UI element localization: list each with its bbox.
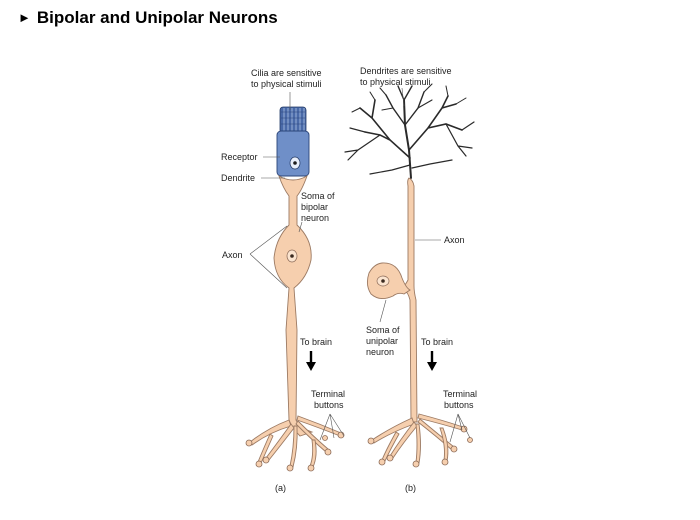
to-brain-arrow-a [306, 351, 316, 371]
unipolar-leader-lines [379, 87, 471, 443]
label-to-brain-a: To brain [300, 337, 332, 347]
diagram-labels: Cilia are sensitive to physical stimuli … [221, 66, 477, 493]
caption-a: (a) [275, 483, 286, 493]
receptor-cell [276, 130, 310, 177]
label-terminal-b-line1: Terminal [443, 389, 477, 399]
label-terminal-a-line1: Terminal [311, 389, 345, 399]
label-receptor: Receptor [221, 152, 258, 162]
label-soma-bipolar-line2: bipolar [301, 202, 328, 212]
unipolar-dendritic-tree [344, 83, 475, 179]
label-soma-unipolar-line1: Soma of [366, 325, 400, 335]
cilia [279, 106, 307, 134]
label-terminal-a-line2: buttons [314, 400, 344, 410]
slide-title: ► Bipolar and Unipolar Neurons [18, 8, 278, 28]
bipolar-terminal-branches [245, 415, 345, 472]
label-soma-bipolar-line1: Soma of [301, 191, 335, 201]
slide-title-text: Bipolar and Unipolar Neurons [36, 8, 278, 27]
unipolar-neuron [344, 83, 475, 468]
label-soma-unipolar-line3: neuron [366, 347, 394, 357]
label-dendrites-line2: to physical stimuli [360, 77, 431, 87]
label-soma-bipolar-line3: neuron [301, 213, 329, 223]
label-dendrites-line1: Dendrites are sensitive [360, 66, 452, 76]
bipolar-neuron [245, 106, 345, 472]
label-to-brain-b: To brain [421, 337, 453, 347]
label-cilia-line1: Cilia are sensitive [251, 68, 322, 78]
label-cilia-line2: to physical stimuli [251, 79, 322, 89]
bipolar-leader-lines [249, 92, 345, 441]
to-brain-arrow-b [427, 351, 437, 371]
label-soma-unipolar-line2: unipolar [366, 336, 398, 346]
unipolar-terminal-branches [367, 413, 473, 468]
label-dendrite: Dendrite [221, 173, 255, 183]
unipolar-neuron-body [366, 177, 418, 423]
caption-b: (b) [405, 483, 416, 493]
right-triangle-bullet-icon: ► [18, 10, 31, 25]
label-terminal-b-line2: buttons [444, 400, 474, 410]
label-axon-right: Axon [444, 235, 465, 245]
label-axon-left: Axon [222, 250, 243, 260]
